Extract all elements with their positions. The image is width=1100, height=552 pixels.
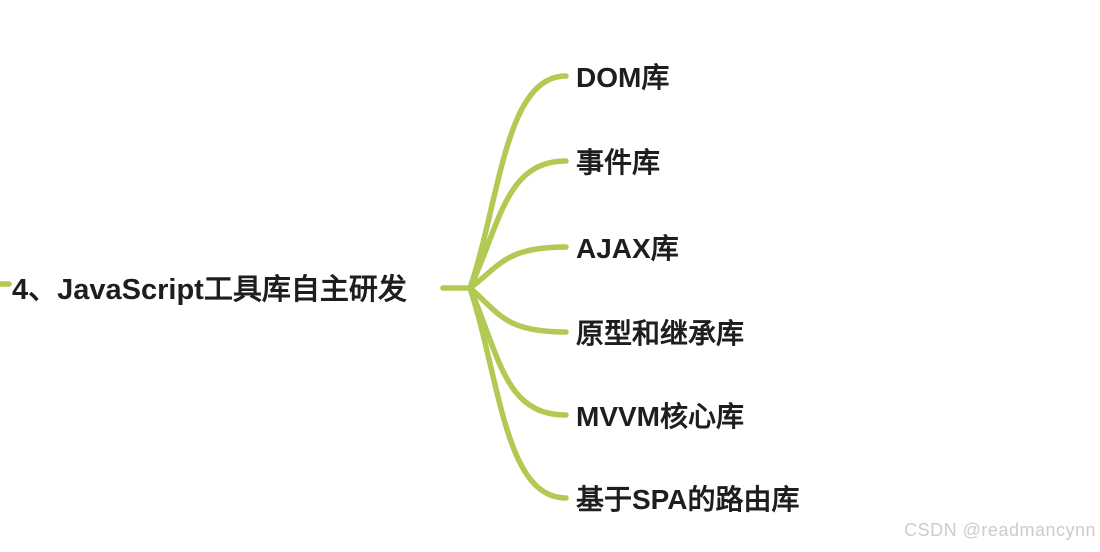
branch-curve-prototype bbox=[467, 285, 569, 335]
child-node-spa-router[interactable]: 基于SPA的路由库 bbox=[576, 484, 800, 515]
child-node-prototype-inheritance[interactable]: 原型和继承库 bbox=[576, 318, 745, 349]
branch-curve-spa bbox=[467, 285, 569, 501]
branch-curve-event bbox=[467, 158, 569, 291]
child-node-dom[interactable]: DOM库 bbox=[576, 62, 670, 93]
csdn-watermark: CSDN @readmancynn bbox=[904, 520, 1096, 540]
root-node-label[interactable]: 4、JavaScript工具库自主研发 bbox=[12, 274, 407, 306]
branch-curve-dom bbox=[467, 73, 569, 291]
branch-curve-ajax bbox=[467, 244, 569, 291]
child-node-ajax[interactable]: AJAX库 bbox=[576, 233, 679, 264]
child-node-mvvm-core[interactable]: MVVM核心库 bbox=[576, 401, 745, 432]
child-node-event[interactable]: 事件库 bbox=[576, 147, 661, 178]
